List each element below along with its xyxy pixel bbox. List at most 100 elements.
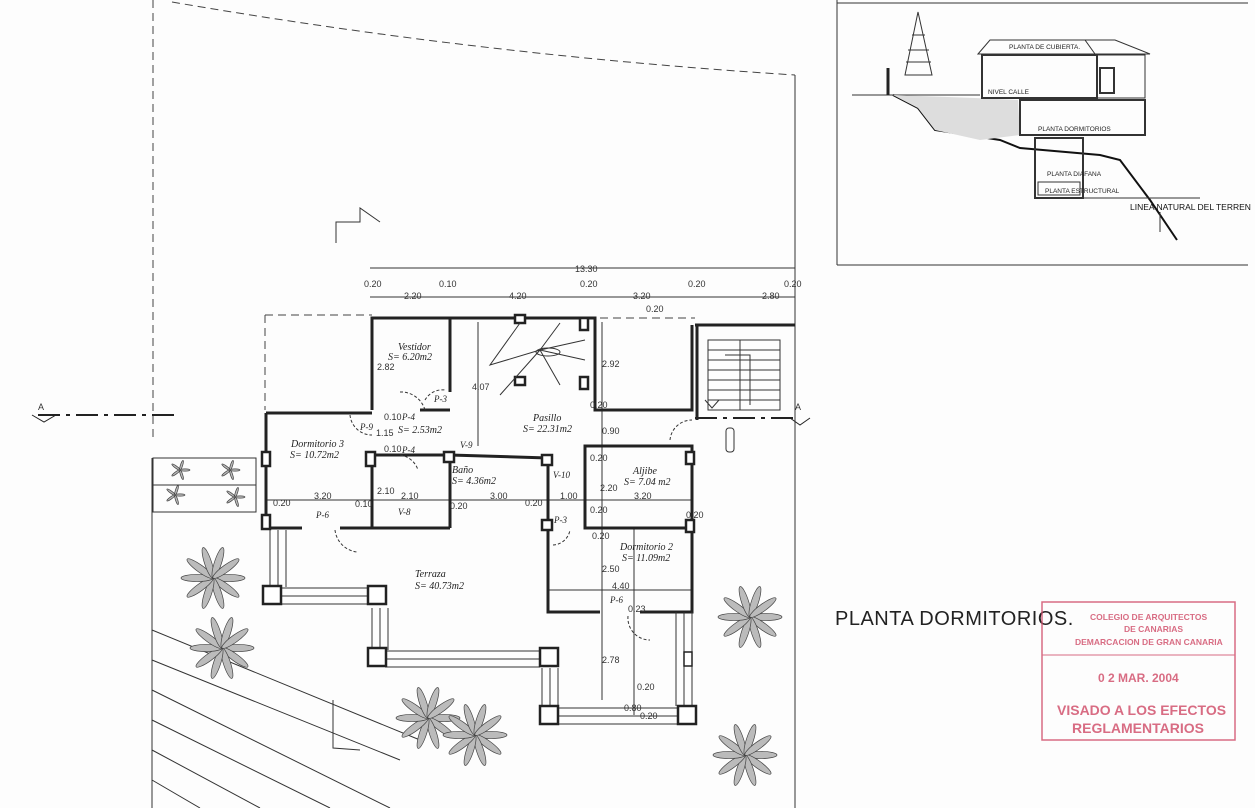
section-marker-right: A (795, 402, 801, 412)
stamp-date: 0 2 MAR. 2004 (1098, 671, 1179, 685)
straight-staircase (704, 339, 781, 453)
opening-label: P-4 (401, 412, 415, 422)
dimension-label: 0.20 (525, 498, 543, 508)
dimension-label: 0.20 (364, 279, 382, 289)
room-name: Terraza (415, 569, 446, 580)
dimension-label: 2.10 (401, 491, 419, 501)
dimension-label: 3.20 (633, 291, 651, 301)
opening-label: P-6 (609, 595, 623, 605)
dimension-label: 1.00 (560, 491, 578, 501)
shrub-icon (226, 487, 246, 507)
dimension-label: 0.20 (640, 711, 658, 721)
walls (260, 313, 795, 614)
room-area: S= 40.73m2 (415, 581, 464, 592)
palm-trees (166, 460, 783, 786)
section-line-a: A A (31, 402, 811, 426)
drawing-title: PLANTA DORMITORIOS. (835, 608, 1074, 630)
stamp-header: DE CANARIAS (1124, 624, 1183, 634)
dimension-label: 0.20 (580, 279, 598, 289)
opening-label: P-3 (433, 394, 447, 404)
section-label: NIVEL CALLE (988, 89, 1030, 96)
dimension-label: 3.20 (634, 491, 652, 501)
palm-tree-icon (717, 586, 783, 648)
room-area: S= 2.53m2 (398, 425, 442, 436)
opening-label: P-9 (359, 422, 373, 432)
dimension-label: 0.10 (439, 279, 457, 289)
section-label: PLANTA DE CUBIERTA. (1009, 44, 1080, 51)
room-name: Vestidor (398, 342, 431, 353)
dimension-label: 0.20 (590, 400, 608, 410)
opening-label: P-4 (401, 445, 415, 455)
site-boundaries (151, 0, 796, 808)
dimension-label: 0.80 (624, 703, 642, 713)
dimension-label: 2.82 (377, 362, 395, 372)
dimension-label: 2.20 (600, 483, 618, 493)
dimension-label: 0.20 (784, 279, 802, 289)
terrain-slope (151, 629, 421, 808)
dimension-label: 0.10 (384, 444, 402, 454)
dimension-label: 13.30 (575, 264, 598, 274)
palm-tree-icon (712, 724, 778, 786)
room-area: S= 6.20m2 (388, 352, 432, 363)
opening-label: V-10 (553, 470, 570, 480)
dimension-label: 4.40 (612, 581, 630, 591)
dimension-label: 2.80 (762, 291, 780, 301)
shrub-icon (221, 460, 241, 480)
dimension-label: 0.90 (602, 426, 620, 436)
dimension-label: 2.92 (602, 359, 620, 369)
dimension-label: 2.20 (404, 291, 422, 301)
opening-label: P-6 (315, 510, 329, 520)
dimension-label: 0.20 (450, 501, 468, 511)
dimension-label: 2.50 (602, 564, 620, 574)
dimension-label: 0.20 (688, 279, 706, 289)
room-area: S= 11.09m2 (622, 553, 670, 564)
palm-tree-icon (189, 617, 255, 679)
dimension-label: 1.15 (376, 428, 394, 438)
palm-tree-icon (395, 687, 461, 749)
room-area: S= 22.31m2 (523, 424, 572, 435)
dimension-label: 2.78 (602, 655, 620, 665)
shrub-icon (166, 485, 186, 505)
dimension-label: 0.20 (686, 510, 704, 520)
dimension-label: 0.23 (628, 604, 646, 614)
dimension-label: 0.20 (592, 531, 610, 541)
visa-stamp: COLEGIO DE ARQUITECTOS DE CANARIAS DEMAR… (1041, 601, 1236, 741)
dimension-label: 0.20 (590, 505, 608, 515)
room-labels: Vestidor S= 6.20m2 S= 2.53m2 Pasillo S= … (290, 342, 673, 592)
stamp-header: DEMARCACION DE GRAN CANARIA (1075, 637, 1223, 647)
palm-tree-icon (180, 547, 246, 609)
opening-label: V-9 (460, 440, 473, 450)
dimension-label: 3.20 (314, 491, 332, 501)
room-name: Baño (452, 465, 473, 476)
room-name: Aljibe (632, 466, 657, 477)
spiral-staircase (488, 322, 586, 396)
dimension-lines (266, 267, 795, 715)
stamp-visa: REGLAMENTARIOS (1072, 720, 1204, 736)
dimension-label: 0.20 (646, 304, 664, 314)
section-label: PLANTA DORMITORIOS (1038, 126, 1111, 133)
room-name: Dormitorio 3 (290, 439, 344, 450)
door-swings (334, 389, 693, 641)
dimension-labels: 13.30 0.20 0.10 0.20 0.20 0.20 2.20 4.20 3.20 2.8… (273, 264, 802, 721)
planter (152, 457, 257, 513)
section-label: PLANTA ESTRUCTURAL (1045, 188, 1120, 195)
shrub-icon (171, 460, 191, 480)
room-area: S= 4.36m2 (452, 476, 496, 487)
dimension-label: 2.10 (377, 486, 395, 496)
dimension-label: 0.20 (273, 498, 291, 508)
section-view: PLANTA DE CUBIERTA. NIVEL CALLE PLANTA D… (836, 0, 1251, 266)
room-area: S= 10.72m2 (290, 450, 339, 461)
room-area: S= 7.04 m2 (624, 477, 670, 488)
opening-label: V-8 (398, 507, 411, 517)
opening-labels: P-3 P-4 P-9 P-4 V-9 V-10 V-8 P-6 P-3 P-6 (315, 394, 623, 605)
section-label: PLANTA DIAFANA (1047, 171, 1102, 178)
stamp-visa: VISADO A LOS EFECTOS (1057, 702, 1226, 718)
terrain-line-label: LINEA NATURAL DEL TERREN (1130, 202, 1251, 212)
opening-label: P-3 (553, 515, 567, 525)
dimension-label: 4.20 (509, 291, 527, 301)
dimension-label: 0.20 (590, 453, 608, 463)
dimension-label: 4.07 (472, 382, 490, 392)
palm-tree-icon (442, 704, 508, 766)
